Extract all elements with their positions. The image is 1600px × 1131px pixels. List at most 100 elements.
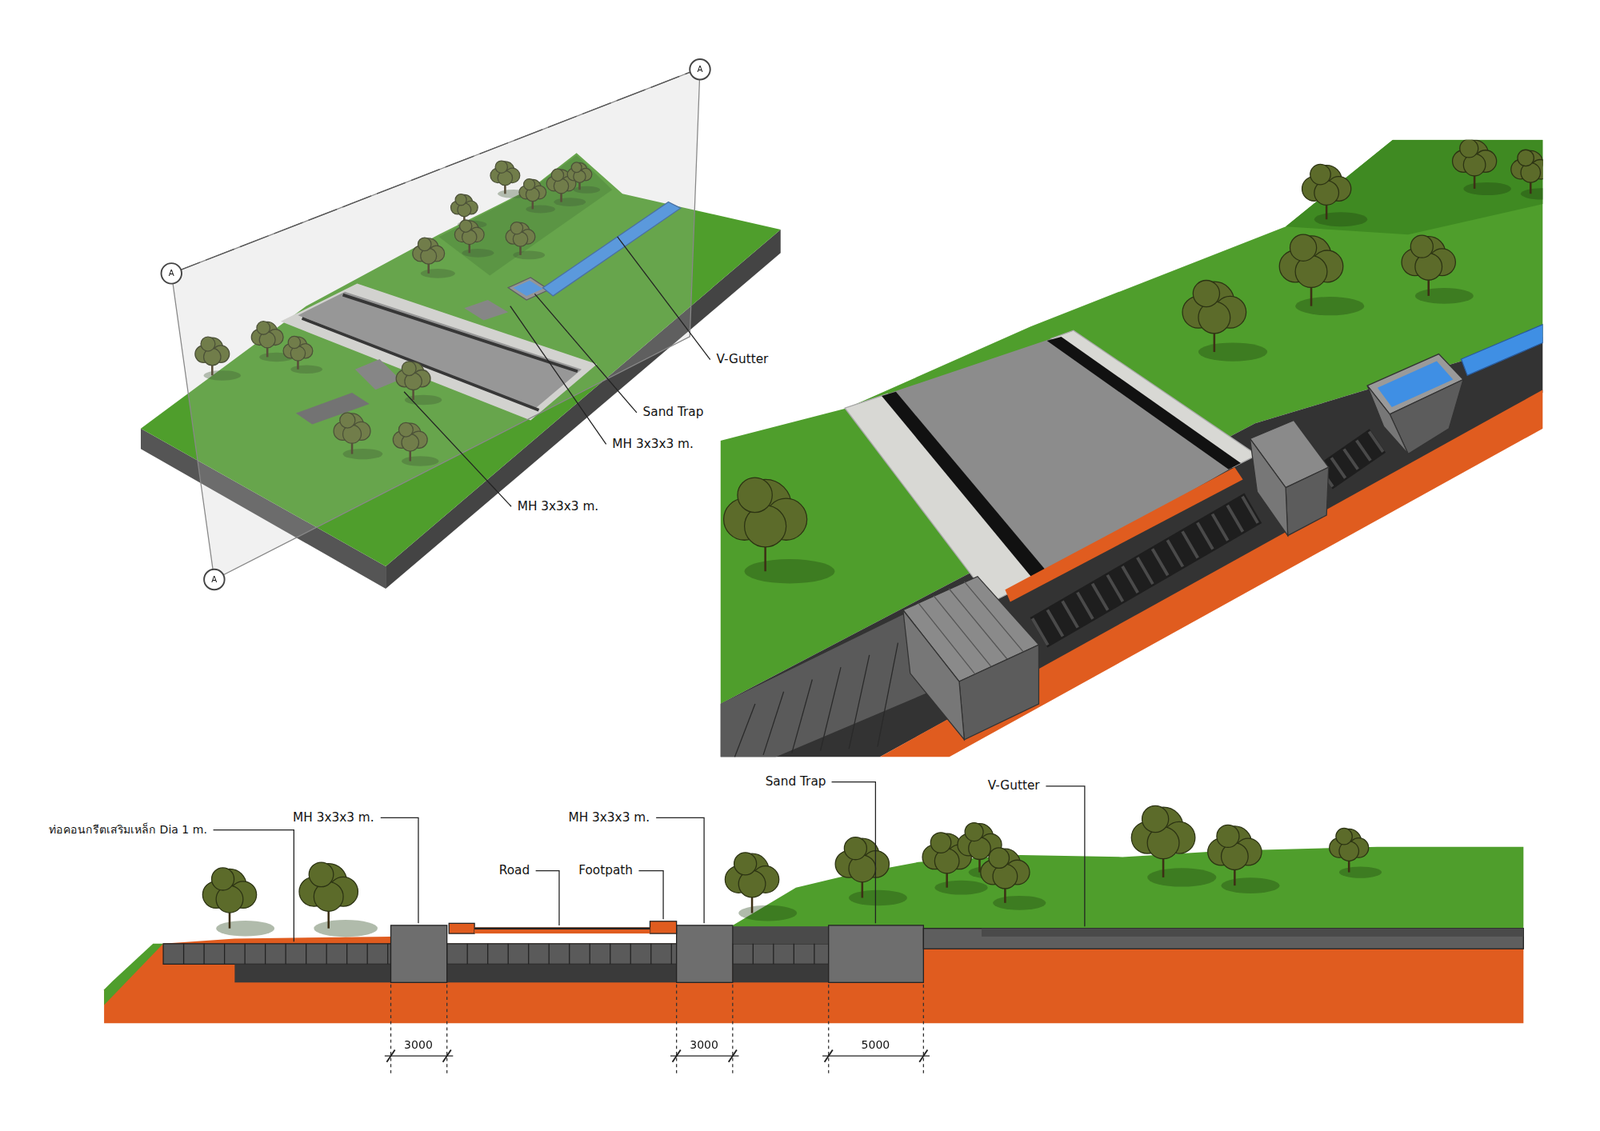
extension-line	[732, 984, 733, 1074]
block-joint	[528, 944, 529, 965]
dimension-tick	[672, 1050, 681, 1063]
block-joint	[820, 667, 842, 752]
leader-line	[510, 306, 607, 445]
tree-crown	[964, 823, 984, 842]
tree-shadow	[1221, 877, 1280, 894]
block-joint	[772, 944, 774, 965]
dimension-line	[384, 1056, 453, 1057]
block-joint	[813, 944, 815, 965]
footpath	[650, 921, 677, 934]
manhole-slab	[948, 588, 1008, 660]
tree	[1182, 280, 1268, 362]
footpath	[448, 923, 475, 934]
block-joint	[752, 944, 754, 965]
tree-crown	[1410, 235, 1433, 258]
manhole-slab	[933, 596, 991, 667]
road	[474, 927, 650, 934]
soil-layer	[720, 336, 1544, 758]
callout-label: MH 3x3x3 m.	[291, 810, 377, 826]
tree	[835, 837, 908, 907]
tree-crown	[1336, 828, 1352, 844]
tree-crown	[1310, 164, 1332, 185]
block-joint	[203, 944, 204, 965]
section-plane	[171, 68, 700, 580]
tree-shadow	[934, 880, 988, 896]
callout-label: V-Gutter	[985, 778, 1042, 794]
tree-shadow	[744, 559, 836, 584]
tree-crown	[1460, 140, 1479, 158]
dimension-tick	[728, 1050, 737, 1063]
block-joint	[734, 704, 756, 757]
block-joint	[224, 944, 225, 965]
callout-label: ท่อคอนกรีตเสริมเหล็ก Dia 1 m.	[47, 822, 210, 838]
road-edge	[1004, 467, 1243, 602]
tree-shadow	[1520, 188, 1544, 200]
tree	[299, 862, 378, 937]
dimension-text: 3000	[404, 1037, 433, 1053]
leader-line	[536, 871, 560, 926]
tree	[724, 477, 836, 584]
tree	[202, 868, 275, 937]
block-joint	[763, 692, 784, 756]
block-joint	[487, 944, 488, 965]
road-surface	[474, 927, 650, 930]
dimension-line	[822, 1056, 930, 1057]
manhole	[391, 925, 448, 983]
sand-trap-face	[1367, 385, 1408, 454]
leader-line	[617, 236, 711, 360]
block-joint	[264, 944, 266, 965]
tree-crown	[844, 837, 867, 860]
block-joint	[367, 944, 368, 965]
block-joint	[467, 944, 468, 965]
section-marker	[161, 263, 183, 284]
perspective-view	[720, 140, 1544, 758]
callout-label: MH 3x3x3 m.	[610, 436, 696, 452]
tree	[1302, 164, 1368, 227]
manhole	[676, 925, 733, 983]
tree-crown	[988, 848, 1010, 869]
tree-crown	[1192, 280, 1220, 308]
callout-label: V-Gutter	[714, 352, 771, 368]
block-joint	[346, 944, 348, 965]
block-joint	[589, 944, 591, 965]
base-layer	[104, 944, 1524, 1024]
tree-crown	[1289, 234, 1316, 261]
tree	[1452, 140, 1512, 196]
block-joint	[548, 944, 550, 965]
tree	[1511, 149, 1544, 200]
tree-crown	[734, 852, 757, 876]
bedding	[234, 964, 391, 983]
hill-shade	[1285, 140, 1543, 236]
leader-line	[380, 817, 419, 924]
tree	[1131, 805, 1216, 887]
tree-shadow	[1198, 342, 1268, 361]
bedding	[732, 964, 829, 983]
tree-shadow	[1314, 212, 1368, 227]
dimension-text: 3000	[689, 1037, 719, 1053]
extension-line	[828, 984, 829, 1074]
callout-label: Sand Trap	[640, 404, 706, 420]
overview-block	[140, 59, 781, 590]
block-joint	[568, 944, 570, 965]
terrain	[104, 944, 164, 1006]
block-joint	[285, 944, 287, 965]
kerb	[881, 392, 1052, 584]
leader-line	[213, 830, 295, 943]
tree	[1401, 235, 1474, 304]
block-joint	[387, 944, 388, 965]
extension-line	[676, 984, 677, 1074]
tree-crown	[1216, 824, 1240, 848]
bedding	[447, 964, 677, 983]
leader-lines	[213, 236, 1085, 942]
block-joint	[792, 679, 813, 753]
tree-shadow	[1339, 866, 1382, 878]
tree	[1279, 234, 1364, 316]
manhole-face	[1285, 467, 1329, 536]
tree-crown	[1517, 149, 1534, 166]
tree-crown	[308, 862, 334, 888]
tree-shadow	[1295, 296, 1364, 316]
pipe-ring	[1324, 440, 1378, 478]
pipe-blocks	[163, 944, 391, 965]
leader-line	[638, 871, 664, 920]
